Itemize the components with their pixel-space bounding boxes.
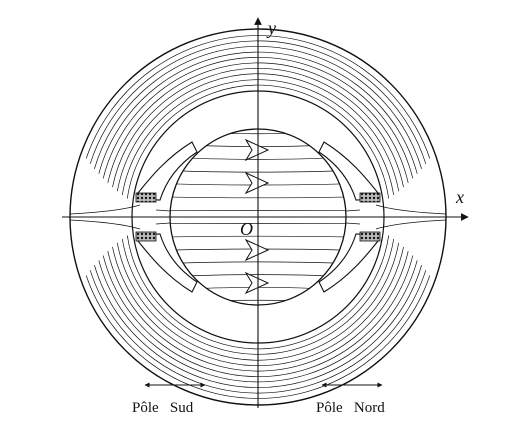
coil-left-lower xyxy=(135,231,157,242)
origin-label: O xyxy=(240,219,253,239)
chevron-arrow-icon xyxy=(244,238,270,262)
south-pole-label: Pôle Sud xyxy=(132,400,194,416)
pole-shoe-right-upper xyxy=(318,141,379,201)
axes xyxy=(62,17,469,408)
north-pole-label: Pôle Nord xyxy=(316,400,385,416)
chevron-arrow-icon xyxy=(244,271,270,295)
chevron-arrow-icon xyxy=(244,171,270,195)
coil-right-upper xyxy=(359,192,381,203)
pole-shoe-left-upper xyxy=(137,141,198,201)
field-coils xyxy=(135,192,381,242)
y-axis-label: y xyxy=(266,18,276,38)
coil-left-upper xyxy=(135,192,157,203)
coil-right-lower xyxy=(359,231,381,242)
pole-shoe-left-lower xyxy=(137,233,198,293)
x-axis-label: x xyxy=(455,187,464,207)
chevron-arrow-icon xyxy=(244,138,270,162)
pole-shoe-right-lower xyxy=(318,233,379,293)
field-direction-arrows xyxy=(244,138,270,295)
gap-fringe-lines xyxy=(69,204,447,230)
pole-shoes xyxy=(137,141,379,293)
